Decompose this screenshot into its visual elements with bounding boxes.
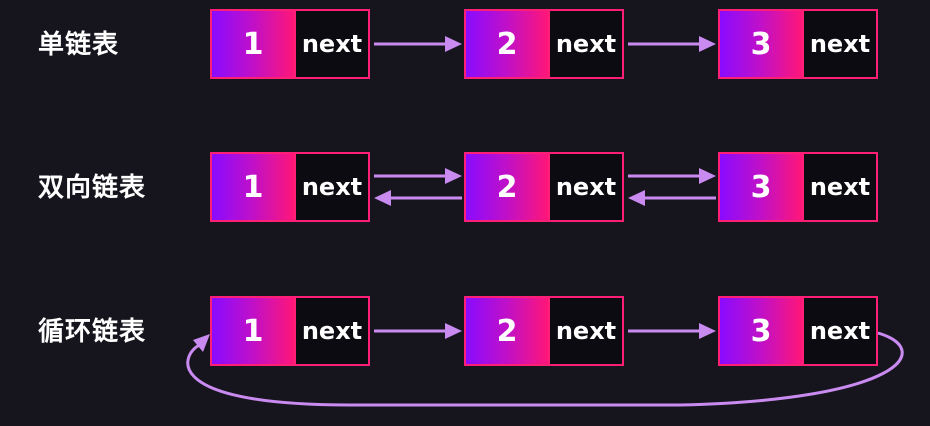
arrow-forward-2-3 (628, 168, 716, 184)
arrow-circular-return (186, 331, 904, 407)
arrow-forward-2-3 (628, 36, 716, 52)
node-value: 2 (466, 298, 548, 364)
row-label-doubly-linked-list: 双向链表 (38, 173, 147, 203)
list-node: 2 next (464, 296, 624, 366)
list-node: 2 next (464, 9, 624, 79)
node-value: 3 (720, 298, 802, 364)
arrow-forward-1-2 (374, 323, 462, 339)
list-node: 1 next (210, 296, 370, 366)
node-next-pointer: next (802, 11, 876, 77)
node-next-pointer: next (548, 298, 622, 364)
arrow-backward-3-2 (628, 190, 716, 206)
row-label-circular-linked-list: 循环链表 (38, 317, 147, 347)
node-next-pointer: next (548, 11, 622, 77)
list-node: 1 next (210, 152, 370, 222)
node-next-pointer: next (548, 154, 622, 220)
arrow-backward-2-1 (374, 190, 462, 206)
arrow-forward-1-2 (374, 36, 462, 52)
list-node: 1 next (210, 9, 370, 79)
node-next-pointer: next (802, 154, 876, 220)
node-next-pointer: next (294, 154, 368, 220)
node-next-pointer: next (294, 11, 368, 77)
node-value: 1 (212, 298, 294, 364)
arrow-forward-2-3 (628, 323, 716, 339)
node-next-pointer: next (802, 298, 876, 364)
list-node: 3 next (718, 9, 878, 79)
arrow-forward-1-2 (374, 168, 462, 184)
list-node: 3 next (718, 152, 878, 222)
node-value: 1 (212, 154, 294, 220)
list-node: 2 next (464, 152, 624, 222)
row-label-singly-linked-list: 单链表 (38, 30, 120, 60)
node-value: 2 (466, 11, 548, 77)
node-value: 2 (466, 154, 548, 220)
node-value: 3 (720, 154, 802, 220)
node-next-pointer: next (294, 298, 368, 364)
node-value: 1 (212, 11, 294, 77)
list-node: 3 next (718, 296, 878, 366)
node-value: 3 (720, 11, 802, 77)
